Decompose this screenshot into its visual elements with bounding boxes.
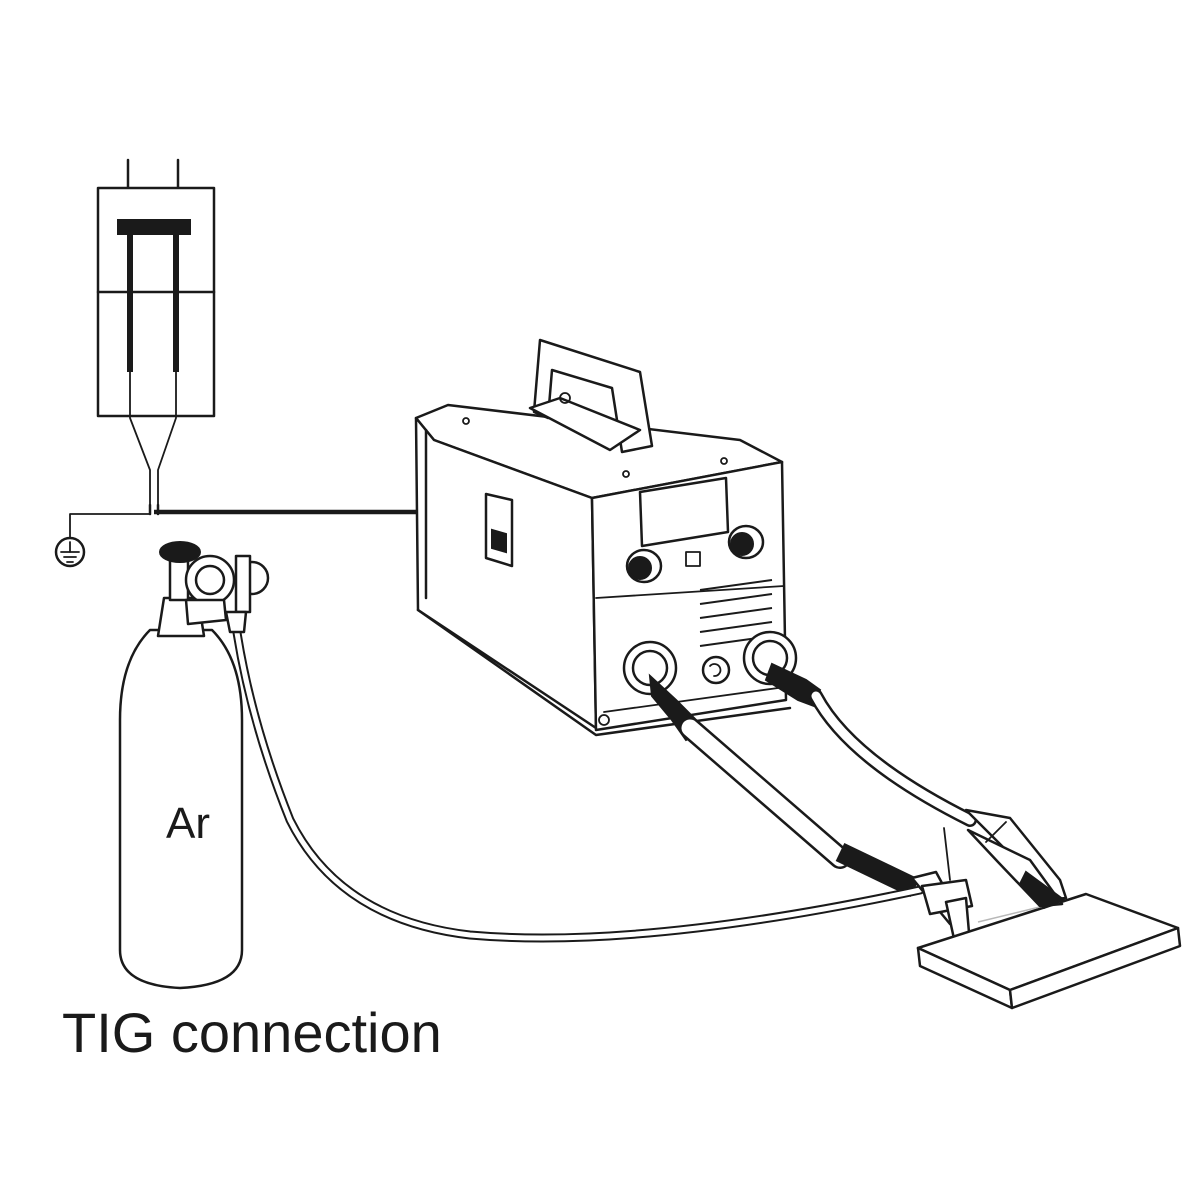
current-knob: [625, 548, 663, 584]
argon-gas-cylinder: Ar: [118, 541, 270, 990]
workpiece: [916, 892, 1182, 1010]
negative-terminal: [622, 640, 678, 696]
control-socket: [701, 655, 731, 685]
welding-machine: [414, 338, 798, 737]
diagram-caption: TIG connection: [62, 1001, 442, 1064]
gas-regulator: [159, 541, 270, 634]
power-cable: [129, 371, 416, 516]
gas-cylinder-label: Ar: [166, 799, 210, 848]
power-switch: [484, 492, 514, 568]
torch-cable: [648, 673, 920, 898]
gas-hose: [231, 621, 925, 943]
work-clamp-cable: [764, 662, 977, 827]
mains-power-socket: [96, 158, 216, 418]
carry-handle: [528, 338, 654, 454]
digital-display: [638, 476, 730, 548]
ground-icon: [54, 513, 151, 568]
work-clamp: [964, 808, 1068, 910]
mode-knob: [727, 524, 765, 560]
indicator-button: [685, 551, 701, 567]
